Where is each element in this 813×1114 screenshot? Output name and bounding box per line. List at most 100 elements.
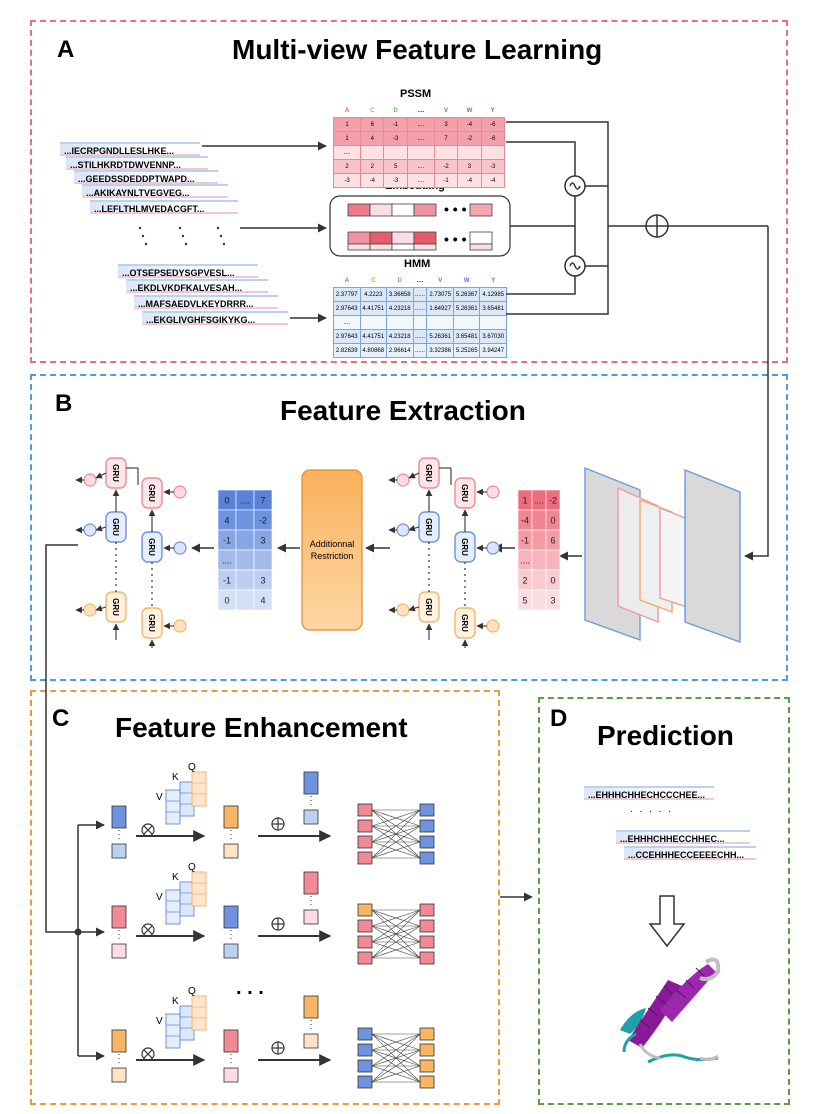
panel-a-letter: A [57,36,75,63]
matrix-cell: 5.26361 [452,301,481,316]
matrix-cell: 2 [332,159,362,174]
matrix-cell [383,145,408,160]
matrix-header-cell: V [444,107,449,114]
matrix-cell: .... [332,145,362,160]
matrix-cell: ...... [412,329,428,344]
predicted-sequence: ...CCEHHHECCEEEECHH... [624,846,756,860]
matrix-cell: 2.97643 [333,329,361,344]
matrix-cell: 1.64927 [426,301,454,316]
matrix-header-cell: D [393,107,398,114]
matrix-cell: 2.73075 [426,287,454,302]
matrix-cell: 2.97643 [333,301,361,316]
input-sequence: ...EKGLIVGHFSGIKYKG... [142,311,288,325]
matrix-cell: 2.37797 [333,287,361,302]
input-sequence: ...QTSEPSEDYSGPVESL... [118,264,258,278]
matrix-cell: 3.65481 [452,329,481,344]
matrix-header-cell: Y [490,107,495,114]
input-sequence: ...MAFSAEDVLKEYDRRR... [134,295,278,309]
hmm-label: HMM [404,258,431,270]
panel-c-frame [30,690,500,1105]
matrix-row: .... [333,315,507,330]
matrix-cell: .... [406,173,435,188]
matrix-cell: 3.32386 [426,343,454,358]
matrix-cell [452,315,481,330]
matrix-cell: -6 [480,117,506,132]
input-sequence: ...EKDLVKDFKALVESAH... [126,279,268,293]
matrix-cell [412,315,428,330]
matrix-cell: 5.26367 [452,287,481,302]
matrix-cell: 3 [433,117,459,132]
matrix-header-cell: D [397,277,402,284]
panel-a-frame [30,20,788,363]
matrix-header-cell: .... [416,277,424,284]
matrix-cell: 1 [332,117,362,132]
matrix-cell [386,315,414,330]
matrix-header-cell: A [344,107,350,114]
matrix-cell: -1 [383,117,408,132]
matrix-cell: 2.96614 [386,343,414,358]
matrix-header-cell: A [344,277,349,284]
panel-c-title: Feature Enhancement [115,712,408,743]
input-sequence: ...GEEDSSDEDDPTWAPD... [74,170,218,184]
predicted-sequence: ...EHHHCHHECHCCCHEE... [584,786,714,800]
matrix-cell: -6 [480,131,506,146]
matrix-cell: -2 [433,159,459,174]
matrix-cell: 4.2223 [359,287,387,302]
input-sequence: ...STILHKRDTDWVENNP... [66,156,208,170]
matrix-cell [433,145,459,160]
matrix-row: .... [332,145,506,160]
matrix-cell: -4 [480,173,506,188]
panel-a-title: Multi-view Feature Learning [232,34,603,65]
pssm-label: PSSM [400,88,432,100]
matrix-cell: 4.23218 [386,301,414,316]
input-sequence: ...IECRPGNDLLESLHKE... [60,142,200,156]
restriction-label: Additionnal Restriction [309,539,355,561]
matrix-cell: 4.23218 [386,329,414,344]
matrix-header-cell: C [370,107,375,114]
matrix-cell: 6 [360,117,385,132]
prediction-ellipsis: . . . . . [630,804,674,815]
matrix-cell: .... [406,131,435,146]
matrix-cell [426,315,454,330]
matrix-header-cell: W [466,107,473,114]
matrix-cell [479,315,507,330]
matrix-cell: 1 [332,131,362,146]
matrix-cell: 3.65481 [479,301,507,316]
matrix-cell: 3.67030 [479,329,507,344]
matrix-cell: -4 [457,173,482,188]
panel-d-title: Prediction [597,720,734,751]
matrix-cell: -4 [457,117,482,132]
matrix-cell: 4.41751 [359,301,387,316]
matrix-cell: .... [406,117,435,132]
matrix-cell: 4.80868 [359,343,387,358]
matrix-header-cell: C [371,277,376,284]
matrix-cell: -3 [383,131,408,146]
matrix-cell: 2 [360,159,385,174]
panel-d-letter: D [550,705,568,732]
matrix-cell: 5 [383,159,408,174]
matrix-cell: 3.36658 [386,287,414,302]
matrix-cell: 3 [457,159,482,174]
matrix-cell: .... [406,159,435,174]
matrix-header-cell: Y [491,277,496,284]
input-sequence: ...LEFLTHLMVEDACGFT... [90,200,238,214]
matrix-cell [480,145,506,160]
matrix-cell: 5.25265 [452,343,481,358]
matrix-header-cell: V [438,277,443,284]
matrix-row: -3-4-3....-1-4-4 [332,173,506,188]
matrix-cell [406,145,435,160]
matrix-cell: -1 [433,173,459,188]
matrix-cell: ...... [412,287,428,302]
matrix-cell: ...... [412,301,428,316]
panel-b-letter: B [55,390,73,417]
